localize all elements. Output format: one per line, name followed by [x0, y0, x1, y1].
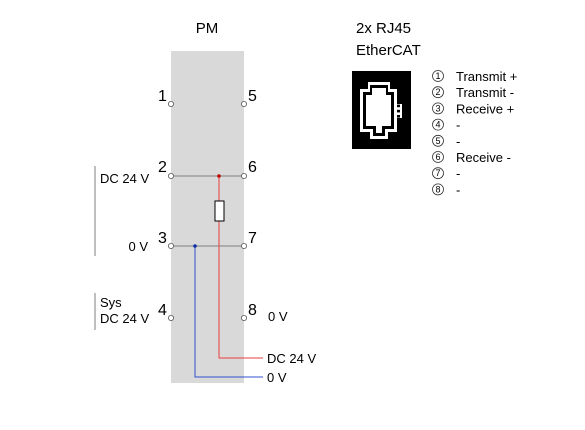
ground-wire [194, 246, 263, 378]
terminal-3-number: 3 [158, 230, 167, 247]
terminal-4-point [167, 314, 174, 321]
terminal-3-point [167, 242, 174, 249]
connector-title: 2x RJ45 [356, 20, 411, 37]
pin-number-circle [432, 86, 444, 99]
pin-number: 8 [435, 184, 440, 194]
jack-contact [397, 115, 400, 118]
pin-label: - [456, 134, 460, 149]
terminal-6-point [240, 172, 247, 179]
pin-number: 2 [435, 87, 440, 97]
rj45-jack-icon [352, 71, 411, 149]
pin-legend-row: 4- [432, 118, 460, 133]
module-title: PM [196, 20, 219, 37]
terminal-8-point [240, 314, 247, 321]
terminal-1-point [167, 101, 174, 108]
jack-pin-number: 5 [404, 105, 409, 115]
pin-legend-row: 5- [432, 134, 460, 149]
jack-pin-number: 7 [404, 115, 409, 125]
pin-label: Receive - [456, 150, 511, 165]
pin-label: - [456, 118, 460, 133]
jack-pin-number: 1 [404, 84, 409, 94]
pin-number-circle [432, 167, 444, 180]
dc24v-label: DC 24 V [100, 171, 149, 186]
jack-pin-contacts [397, 89, 400, 128]
pin-number: 4 [435, 120, 440, 130]
jack-pin-number: 6 [404, 110, 409, 120]
pin-number: 1 [435, 71, 440, 81]
power-module-body [171, 51, 244, 383]
jack-pin-number: 8 [404, 120, 409, 130]
pin-label: Receive + [456, 101, 514, 116]
output-zero-volt-label: 0 V [267, 370, 287, 385]
pin-number-circle [432, 70, 444, 82]
connector-protocol: EtherCAT [356, 42, 421, 59]
pin-legend-row: 7- [432, 166, 460, 181]
jack-pin-number: 2 [404, 89, 409, 99]
pin-number-circle [432, 183, 444, 196]
pin-number: 5 [435, 136, 440, 146]
supply-wire [218, 176, 263, 359]
terminal-8-zero-volt-label: 0 V [268, 309, 288, 324]
jack-contact [397, 109, 400, 113]
pin-label: - [456, 166, 460, 181]
terminal-5-number: 5 [248, 88, 257, 105]
terminal-4-number: 4 [158, 302, 167, 319]
pin-legend-row: 2 Transmit - [432, 85, 514, 100]
pin-legend-row: 8- [432, 182, 460, 197]
jack-contact [397, 120, 400, 123]
zero-volt-label-left: 0 V [128, 239, 148, 254]
pin-number-circle [432, 151, 444, 163]
jack-contact [397, 89, 400, 92]
pin-number-circle [432, 118, 444, 131]
terminal-6-number: 6 [248, 159, 257, 176]
sys-label: Sys [100, 295, 122, 310]
pin-label: Transmit - [456, 85, 514, 100]
output-dc24v-label: DC 24 V [267, 351, 316, 366]
pin-number: 3 [435, 103, 440, 113]
jack-contact [397, 99, 400, 102]
terminal-1-number: 1 [158, 88, 167, 105]
terminal-8-number: 8 [248, 302, 257, 319]
jack-contact [397, 94, 400, 97]
jack-pin-number: 4 [404, 100, 409, 110]
pin-number-circle [432, 102, 444, 115]
pin-legend-row: 6 Receive - [432, 150, 511, 165]
terminal-5-point [240, 101, 247, 108]
sys-dc24v-label: DC 24 V [100, 311, 149, 326]
terminal-2-number: 2 [158, 159, 167, 176]
terminal-7-point [240, 242, 247, 249]
pin-number: 7 [435, 168, 440, 178]
terminal-7-number: 7 [248, 230, 257, 247]
jack-contact [397, 125, 400, 128]
pin-label: Transmit + [456, 69, 517, 84]
supply-junction [217, 174, 221, 178]
pin-legend-row: 1 Transmit + [432, 69, 517, 84]
ground-junction [193, 244, 197, 248]
fuse [214, 200, 225, 222]
pin-label: - [456, 182, 460, 197]
jack-contact [397, 104, 400, 108]
terminal-2-point [167, 172, 174, 179]
pin-number: 6 [435, 152, 440, 162]
pin-legend-row: 3 Receive + [432, 101, 514, 116]
pin-number-circle [432, 134, 444, 147]
jack-pin-number: 3 [404, 94, 409, 104]
